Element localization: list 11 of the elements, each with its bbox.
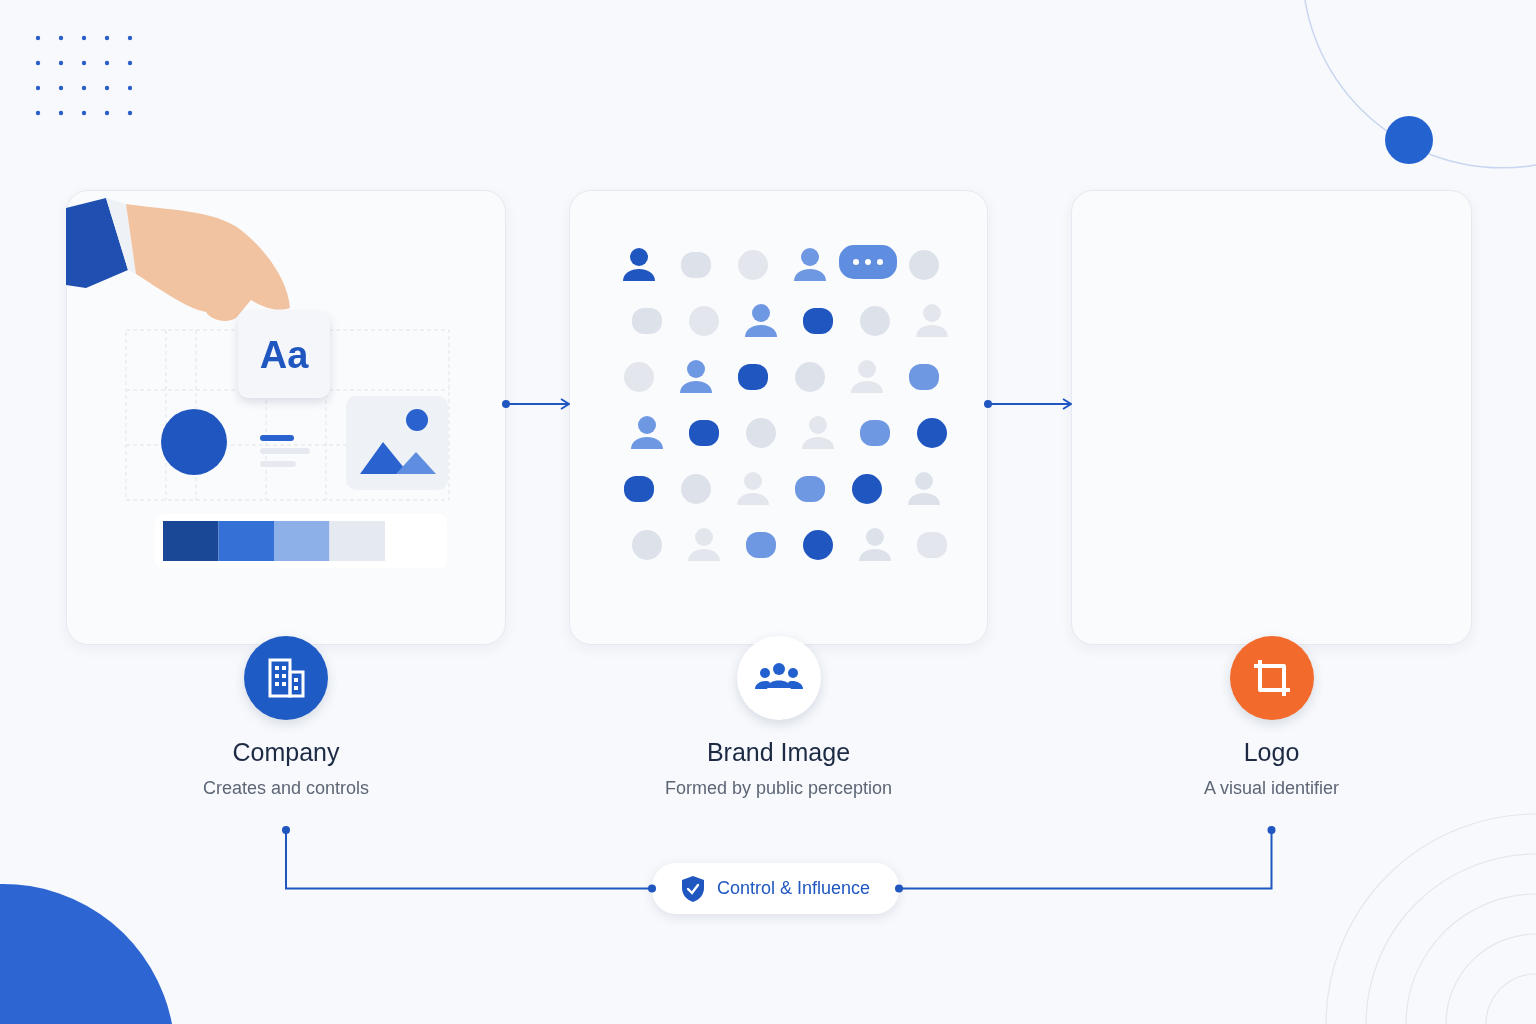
pill-label: Control & Influence (716, 878, 871, 899)
card-subtitle: Formed by public perception (664, 778, 893, 799)
card-title: Brand Image (706, 738, 851, 767)
card-title: Company (232, 738, 340, 767)
card-title: Logo (1243, 738, 1300, 767)
card-subtitle: Creates and controls (202, 778, 370, 799)
arrow (502, 398, 570, 410)
arrow (984, 398, 1072, 410)
typography-tile: Aa (238, 312, 330, 398)
card-subtitle: A visual identifier (1203, 778, 1340, 799)
label-pill (652, 863, 899, 914)
